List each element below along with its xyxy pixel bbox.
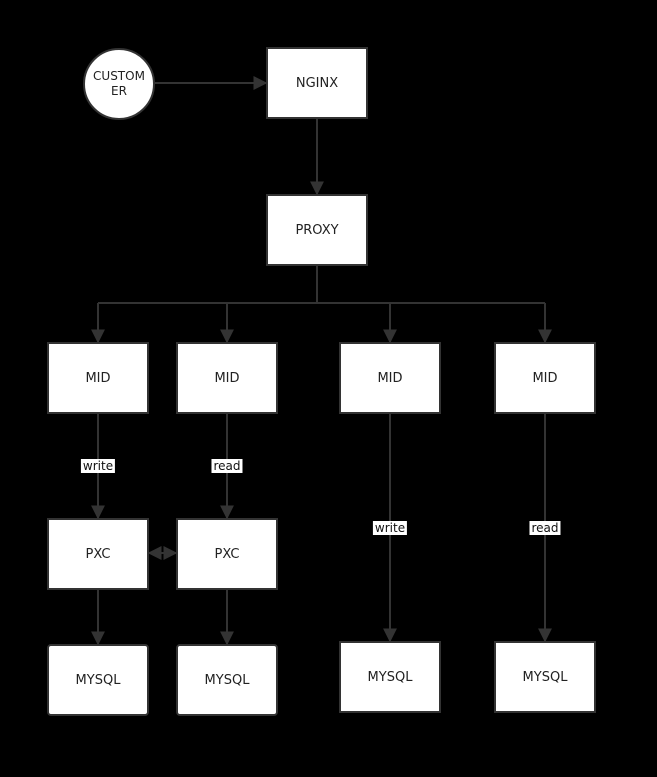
edge-label-read-2: read	[529, 521, 561, 535]
node-proxy[interactable]: PROXY	[266, 194, 368, 266]
node-mysql-1[interactable]: MYSQL	[47, 644, 149, 716]
node-mysql-2[interactable]: MYSQL	[176, 644, 278, 716]
edge-label-read-1: read	[211, 459, 243, 473]
node-mid-3[interactable]: MID	[339, 342, 441, 414]
node-mid-1[interactable]: MID	[47, 342, 149, 414]
node-mid-4[interactable]: MID	[494, 342, 596, 414]
node-pxc-1[interactable]: PXC	[47, 518, 149, 590]
node-mysql-4[interactable]: MYSQL	[494, 641, 596, 713]
node-pxc-2[interactable]: PXC	[176, 518, 278, 590]
node-nginx[interactable]: NGINX	[266, 47, 368, 119]
edge-label-write-1: write	[80, 459, 116, 473]
node-mysql-3[interactable]: MYSQL	[339, 641, 441, 713]
edge-label-write-2: write	[372, 521, 408, 535]
node-mid-2[interactable]: MID	[176, 342, 278, 414]
node-customer[interactable]: CUSTOMER	[83, 48, 155, 120]
